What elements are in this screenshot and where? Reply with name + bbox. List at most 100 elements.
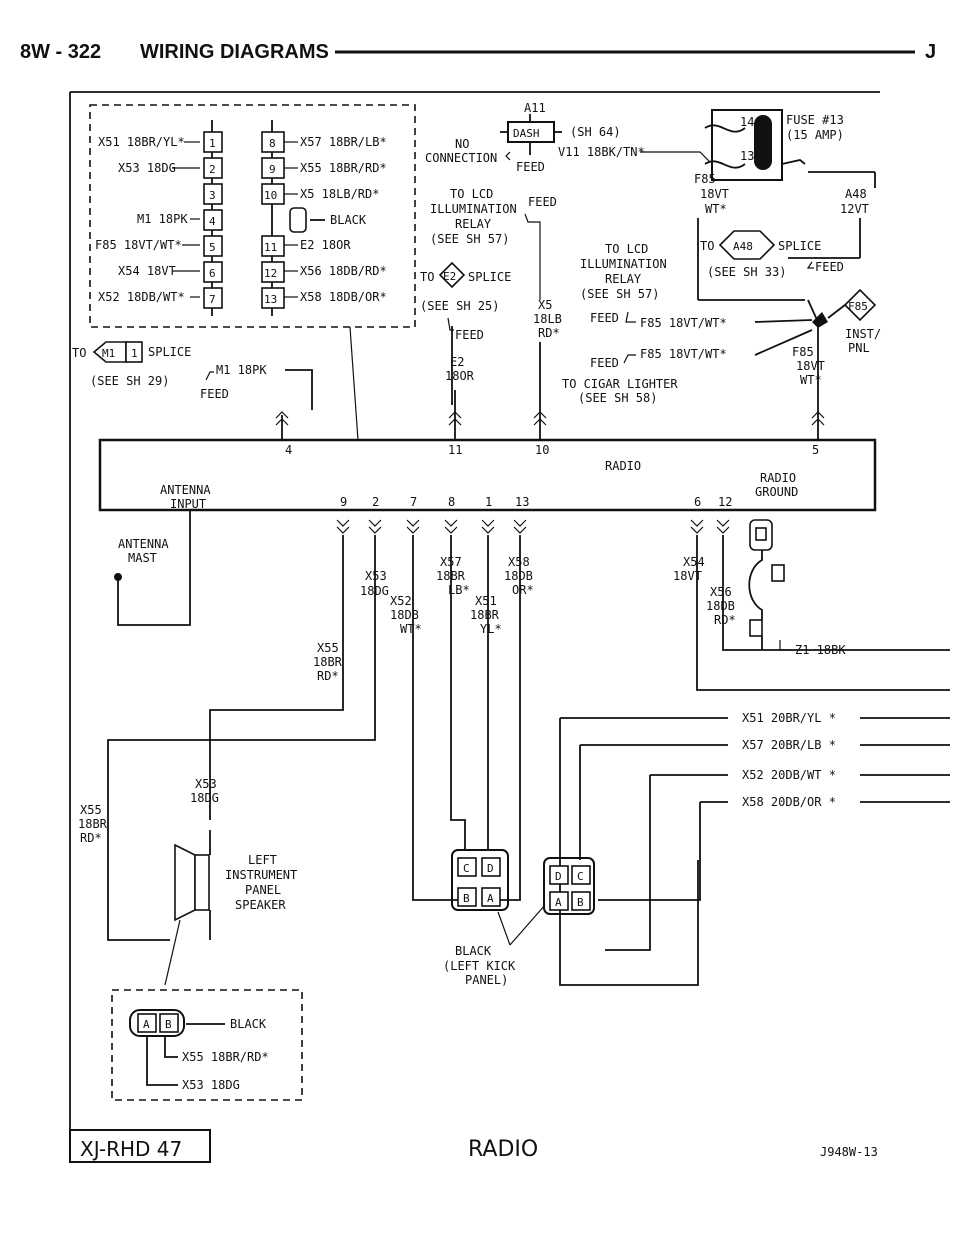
svg-text:X54: X54 (683, 555, 705, 569)
svg-text:BLACK: BLACK (455, 944, 492, 958)
svg-text:FEED: FEED (590, 356, 619, 370)
svg-text:D: D (487, 862, 494, 875)
radio-bottom-pins: 9 2 7 8 1 13 6 12 (340, 495, 732, 509)
footer-title: RADIO (468, 1137, 538, 1162)
svg-text:2: 2 (372, 495, 379, 509)
svg-text:(SEE SH 25): (SEE SH 25) (420, 299, 499, 313)
svg-text:1: 1 (131, 347, 138, 360)
svg-text:FUSE #13: FUSE #13 (786, 113, 844, 127)
lcd-relay-right: TO LCD ILLUMINATION RELAY (SEE SH 57) FE… (580, 242, 813, 330)
svg-text:X53: X53 (195, 777, 217, 791)
radio-ground-connector (748, 519, 785, 650)
svg-text:18BR: 18BR (436, 569, 466, 583)
right-wire-labels: X51 20BR/YL * X57 20BR/LB * X52 20DB/WT … (742, 711, 950, 809)
svg-text:CONNECTION: CONNECTION (425, 151, 497, 165)
svg-text:INSTRUMENT: INSTRUMENT (225, 868, 297, 882)
svg-text:WT*: WT* (705, 202, 727, 216)
svg-text:PANEL): PANEL) (465, 973, 508, 987)
section-letter: J (925, 41, 936, 63)
lcd-relay-left: TO LCD ILLUMINATION RELAY (SEE SH 57) FE… (430, 187, 557, 300)
svg-text:Z1 18BK: Z1 18BK (795, 643, 846, 657)
wire-label: E2 18OR (300, 238, 351, 252)
svg-text:RD*: RD* (538, 326, 560, 340)
m1-splice: TO M1 1 SPLICE (SEE SH 29) M1 18PK FEED (72, 341, 313, 440)
svg-text:BLACK: BLACK (230, 1017, 267, 1031)
svg-text:A: A (143, 1018, 150, 1031)
f85-top-wire: F85 18VT WT* (694, 172, 729, 216)
svg-text:10: 10 (264, 189, 277, 202)
svg-text:4: 4 (285, 443, 292, 457)
wire-label: X57 18BR/LB* (300, 135, 387, 149)
svg-text:6: 6 (694, 495, 701, 509)
radio-pin-chevrons (336, 519, 730, 534)
svg-text:10: 10 (535, 443, 549, 457)
svg-text:INST/: INST/ (845, 327, 881, 341)
svg-text:X52 20DB/WT *: X52 20DB/WT * (742, 768, 836, 782)
svg-text:18BR: 18BR (313, 655, 343, 669)
top-connector-left-labels: X51 18BR/YL* X53 18DG M1 18PK F85 18VT/W… (95, 135, 188, 304)
svg-text:X51 20BR/YL *: X51 20BR/YL * (742, 711, 836, 725)
svg-text:FEED: FEED (590, 311, 619, 325)
svg-text:A48: A48 (845, 187, 867, 201)
svg-text:X56: X56 (710, 585, 732, 599)
svg-text:18VT: 18VT (796, 359, 825, 373)
svg-text:(SEE SH 29): (SEE SH 29) (90, 374, 169, 388)
svg-text:RD*: RD* (714, 613, 736, 627)
top-connector-left-pins: 1 2 3 4 5 6 7 (203, 131, 223, 309)
svg-text:ILLUMINATION: ILLUMINATION (580, 257, 667, 271)
svg-text:(SEE SH 57): (SEE SH 57) (580, 287, 659, 301)
svg-text:(SEE SH 57): (SEE SH 57) (430, 232, 509, 246)
f85-right-wire: F85 18VT WT* (792, 345, 825, 426)
wire-label: X53 18DG (118, 161, 176, 175)
svg-text:13: 13 (264, 293, 277, 306)
svg-text:18OR: 18OR (445, 369, 475, 383)
svg-text:ILLUMINATION: ILLUMINATION (430, 202, 517, 216)
svg-text:A48: A48 (733, 240, 753, 253)
splice-dot (812, 312, 828, 328)
svg-text:11: 11 (448, 443, 462, 457)
svg-text:NO: NO (455, 137, 469, 151)
svg-text:18BR: 18BR (78, 817, 108, 831)
lower-wire-labels: X53 18DG X52 18DB WT* X57 18BR LB* X51 1… (313, 555, 846, 683)
svg-text:(SH 64): (SH 64) (570, 125, 621, 139)
svg-text:X57: X57 (440, 555, 462, 569)
svg-text:PNL: PNL (848, 341, 870, 355)
svg-text:12VT: 12VT (840, 202, 869, 216)
wire-label: X58 18DB/OR* (300, 290, 387, 304)
svg-text:7: 7 (410, 495, 417, 509)
antenna-mast: ANTENNA MAST (114, 510, 191, 626)
svg-text:9: 9 (340, 495, 347, 509)
radio-box (98, 438, 877, 512)
radio-ground-label: RADIO (760, 471, 796, 485)
svg-text:SPEAKER: SPEAKER (235, 898, 286, 912)
speaker-connector: A B BLACK X55 18BR/RD* X53 18DG (111, 989, 303, 1101)
footer-ref: J948W-13 (820, 1145, 878, 1159)
svg-text:1: 1 (209, 137, 216, 150)
svg-text:TO: TO (700, 239, 714, 253)
wire-label: F85 18VT/WT* (95, 238, 182, 252)
svg-text:2: 2 (209, 163, 216, 176)
svg-text:(SEE SH 33): (SEE SH 33) (707, 265, 786, 279)
svg-text:E2: E2 (443, 270, 456, 283)
left-instrument-panel-speaker: X53 18DG X55 18BR RD* LEFT INSTRUMENT PA… (78, 777, 297, 986)
a48-wire: A48 12VT (788, 187, 869, 259)
svg-text:TO CIGAR LIGHTER: TO CIGAR LIGHTER (562, 377, 678, 391)
svg-text:8: 8 (448, 495, 455, 509)
wire-label: M1 18PK (137, 212, 188, 226)
fuse-13: 14 13 FUSE #13 (15 AMP) (704, 109, 876, 188)
svg-text:RD*: RD* (317, 669, 339, 683)
wire-label: BLACK (330, 213, 367, 227)
svg-text:TO: TO (72, 346, 86, 360)
svg-text:X57 20BR/LB *: X57 20BR/LB * (742, 738, 836, 752)
svg-text:TO: TO (420, 270, 434, 284)
fuse-box (711, 109, 783, 181)
svg-text:D: D (555, 870, 562, 883)
svg-text:C: C (463, 862, 470, 875)
kick-panel-connector: C D B A D C A B BLACK (LEFT KICK PANEL) (443, 849, 595, 987)
section-title: WIRING DIAGRAMS (140, 41, 329, 63)
radio-label: RADIO (605, 459, 641, 473)
a48-splice: TO A48 SPLICE (SEE SH 33) FEED (700, 230, 844, 279)
page-code: 8W - 322 (20, 41, 101, 63)
svg-text:B: B (165, 1018, 172, 1031)
svg-text:PANEL: PANEL (245, 883, 281, 897)
